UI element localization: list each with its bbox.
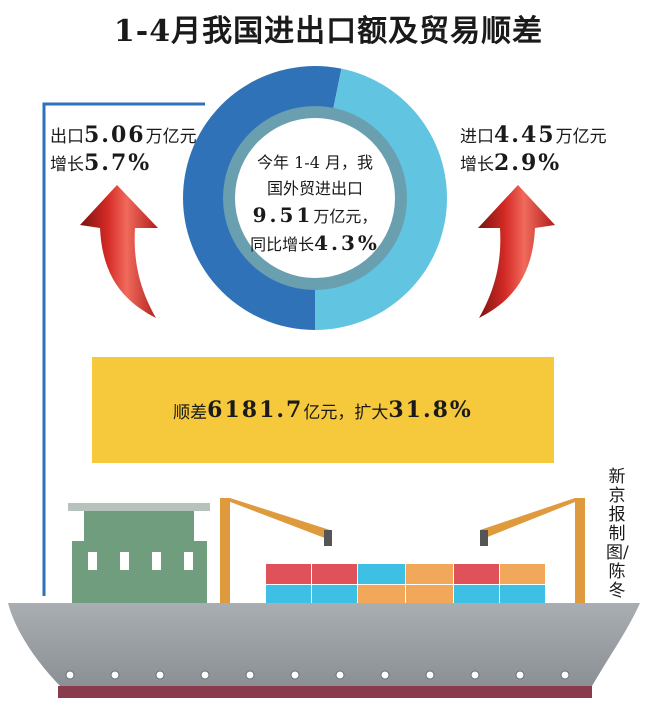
donut-hole — [235, 118, 395, 278]
export-growth-prefix: 增长 — [50, 155, 84, 175]
container-stack — [266, 564, 545, 605]
import-growth-prefix: 增长 — [460, 155, 494, 175]
import-label: 进口4.45万亿元 增长2.9% — [460, 122, 607, 178]
hull-bottom — [58, 686, 592, 698]
ship-hull — [8, 603, 640, 686]
ship-cabin — [68, 503, 210, 603]
export-value: 5.06 — [84, 122, 146, 148]
right-crane — [480, 498, 585, 603]
center-growth-prefix: 同比增长 — [250, 235, 315, 254]
center-value: 9.51 — [252, 203, 314, 227]
export-up-arrow — [80, 185, 158, 318]
center-line-1: 今年 1-4 月，我 — [257, 153, 373, 172]
import-value: 4.45 — [494, 122, 556, 148]
import-growth: 2.9% — [494, 150, 562, 176]
center-line-2: 国外贸进出口 — [266, 179, 363, 198]
donut-chart — [182, 65, 447, 331]
credit-text: 新京报制图/陈冬 — [606, 467, 629, 601]
frame-line — [42, 102, 205, 596]
donut-center-text: 今年 1-4 月，我 国外贸进出口 9.51万亿元， 同比增长4.3% — [240, 150, 390, 258]
import-up-arrow — [478, 185, 555, 318]
export-prefix: 出口 — [50, 127, 84, 147]
center-growth: 4.3% — [314, 231, 380, 255]
import-unit: 万亿元 — [555, 127, 607, 147]
surplus-growth: 31.8% — [388, 397, 473, 423]
export-label: 出口5.06万亿元 增长5.7% — [50, 122, 197, 178]
center-value-unit: 万亿元， — [313, 207, 378, 226]
surplus-unit: 亿元，扩大 — [303, 402, 389, 423]
page-title: 1-4月我国进出口额及贸易顺差 — [113, 14, 544, 49]
export-unit: 万亿元 — [145, 127, 197, 147]
surplus-value: 6181.7 — [207, 397, 304, 423]
left-crane — [220, 498, 332, 603]
export-growth: 5.7% — [84, 150, 152, 176]
import-prefix: 进口 — [460, 127, 494, 147]
portholes — [65, 670, 570, 680]
surplus-prefix: 顺差 — [173, 402, 208, 423]
